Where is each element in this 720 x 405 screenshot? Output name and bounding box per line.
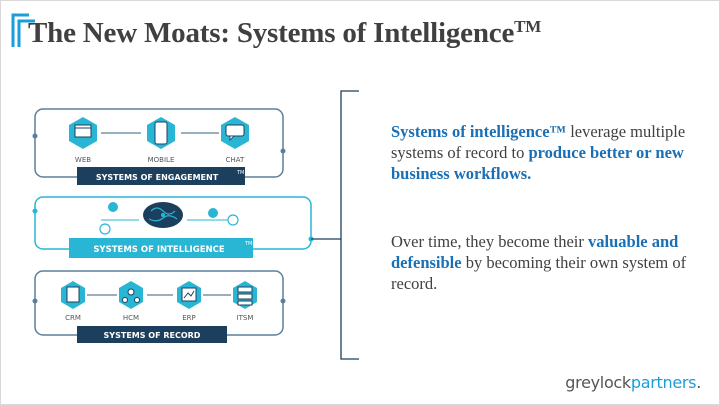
node-left-icon <box>108 202 118 212</box>
logo-part2: partners <box>630 373 697 392</box>
greylock-logo: greylockpartners. <box>565 373 701 392</box>
title-text: The New Moats: Systems of Intelligence <box>28 17 515 49</box>
itsm-icon <box>233 281 257 309</box>
logo-part1: greylock <box>565 373 631 392</box>
slide-title: The New Moats: Systems of IntelligenceTM <box>28 17 541 50</box>
engagement-label-box <box>77 167 245 185</box>
record-label-box <box>77 326 227 343</box>
para2-text-a: Over time, they become their <box>391 232 589 251</box>
engagement-item-web: WEB <box>75 156 91 164</box>
engagement-item-mobile: MOBILE <box>148 156 175 164</box>
intelligence-trademark: TM <box>244 241 252 247</box>
bracket-line <box>340 90 359 360</box>
para1-text: leverage multiple systems of record to <box>391 122 686 162</box>
record-item-itsm: ITSM <box>237 314 254 322</box>
intelligence-label: SYSTEMS OF INTELLIGENCE <box>93 245 225 255</box>
node-right-icon <box>208 208 218 218</box>
paragraph-2: Over time, they become their valuable an… <box>391 231 691 294</box>
engagement-item-chat: CHAT <box>226 156 245 164</box>
para2-highlight: valuable and defensible <box>391 232 679 272</box>
crm-icon <box>61 281 85 309</box>
record-tier: CRM HCM ERP ITSM SYSTEMS OF RECORD <box>32 270 286 343</box>
engagement-tier: WEB MOBILE CHAT SYSTEMS OF ENGAGEMENT TM <box>32 108 286 185</box>
para1-highlight-b: produce better or new business workflows… <box>391 143 684 183</box>
intelligence-tier: SYSTEMS OF INTELLIGENCE TM <box>32 196 341 258</box>
brain-icon <box>143 202 183 228</box>
paragraph-1: Systems of intelligence™ leverage multip… <box>391 121 691 184</box>
record-item-hcm: HCM <box>123 314 139 322</box>
para1-highlight-a: Systems of intelligence™ <box>391 122 567 141</box>
cog-icon <box>227 214 239 226</box>
web-icon <box>69 117 97 149</box>
corner-bracket-icon <box>11 13 35 47</box>
engagement-trademark: TM <box>236 170 244 176</box>
share-icon <box>99 223 111 235</box>
record-item-erp: ERP <box>182 314 196 322</box>
record-item-crm: CRM <box>65 314 81 322</box>
intelligence-label-box <box>69 238 253 258</box>
para2-text-b: by becoming their own system of record. <box>391 253 687 293</box>
chat-icon <box>221 117 249 149</box>
hcm-icon <box>119 281 143 309</box>
erp-icon <box>177 281 201 309</box>
title-trademark: TM <box>514 17 542 36</box>
logo-dot: . <box>696 373 701 392</box>
mobile-icon <box>147 117 175 149</box>
engagement-label: SYSTEMS OF ENGAGEMENT <box>96 173 219 182</box>
record-label: SYSTEMS OF RECORD <box>104 331 201 340</box>
